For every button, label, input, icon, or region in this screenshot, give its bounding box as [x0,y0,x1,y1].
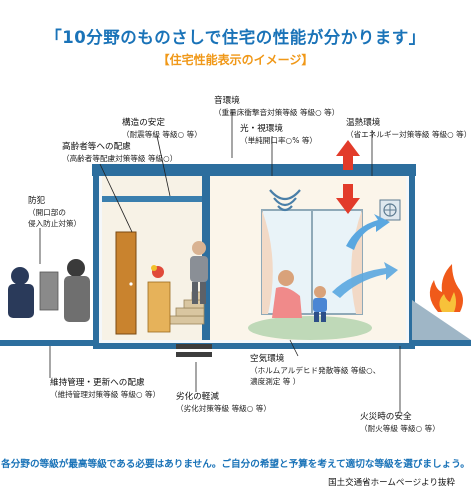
fire-icon [429,264,463,312]
label-light: 光・視環境 （単純開口率○% 等） [240,124,318,145]
foundation-vents [176,344,212,357]
airflow-arrow-icon [332,214,398,298]
front-door [115,231,137,335]
label-maintenance: 維持管理・更新への配慮 （維持管理対策等級 等級○ 等） [50,378,161,399]
rug [248,316,372,340]
curtain-left [262,210,273,314]
leader-lines [39,110,401,412]
roof-slab [92,164,416,176]
page-title: 「10分野のものさしで住宅の性能が分かります」 [45,28,426,47]
label-sound: 音環境 （重量床衝撃音対策等級 等級○ 等） [214,96,340,117]
upper-slab [102,196,202,202]
label-deterioration: 劣化の軽減 （劣化対策等級 等級○ 等） [176,392,271,413]
family-figures [272,270,327,322]
ventilation-fan-icon [379,199,401,221]
label-thermal: 温熱環境 （省エネルギー対策等級 等級○ 等） [346,118,471,139]
label-crime: 防犯 （開口部の 侵入防止対策） [28,196,82,228]
source-credit: 国土交通省ホームページより抜粋 [328,478,455,488]
page-subtitle: 【住宅性能表示のイメージ】 [157,53,314,67]
cabinet [147,281,171,333]
heat-arrow-icon [336,140,360,214]
burglar-figures [8,259,90,322]
label-fire: 火災時の安全 （耐火等級 等級○ 等） [360,412,440,433]
light-waves-icon [269,189,301,212]
elderly-person [190,241,208,304]
label-elderly: 高齢者等への配慮 （高齢者等配慮対策等級 等級○） [62,142,178,163]
label-structure: 構造の安定 （耐震等級 等級○ 等） [122,118,202,139]
label-air: 空気環境 （ホルムアルデヒド発散等級 等級○、 濃度測定 等 ） [250,354,381,386]
outside-ground [412,300,471,340]
footer-note: 各分野の等級が最高等級である必要はありません。ご自分の希望と予算を考えて適切な等… [1,459,470,470]
